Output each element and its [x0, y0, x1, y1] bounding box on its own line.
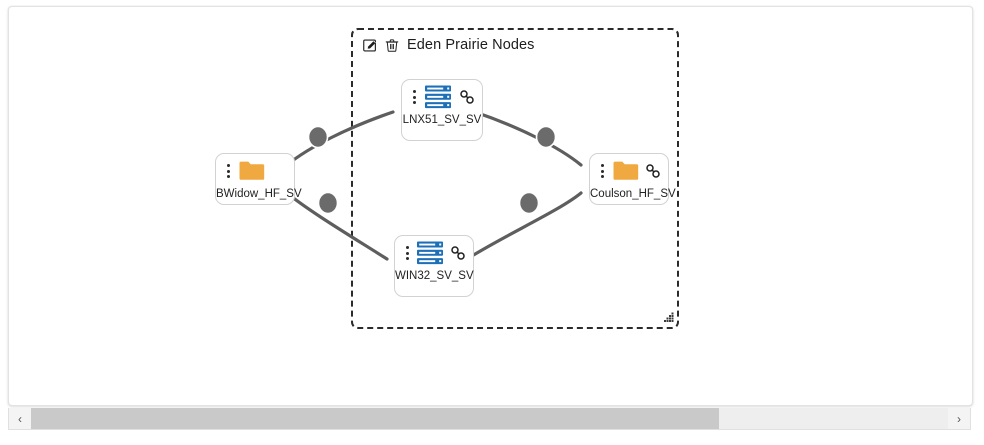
node-lnx51-toolbar [402, 80, 482, 114]
diagram-canvas[interactable]: Eden Prairie Nodes [8, 6, 973, 406]
kebab-menu-icon[interactable] [223, 161, 233, 181]
group-title: Eden Prairie Nodes [407, 37, 535, 53]
node-coulson-toolbar [590, 154, 668, 188]
node-coulson-label: Coulson_HF_SV [590, 188, 676, 200]
scroll-left-arrow-icon[interactable]: ‹ [9, 408, 31, 429]
trash-icon[interactable] [384, 38, 399, 53]
node-win32-label: WIN32_SV_SV [395, 270, 474, 282]
edit-pencil-icon[interactable] [363, 38, 378, 53]
node-coulson[interactable]: Coulson_HF_SV [589, 153, 676, 205]
edge-handle-lnx51-coulson[interactable] [535, 125, 557, 149]
edge-handle-win32-coulson[interactable] [518, 191, 540, 215]
chain-link-icon[interactable] [459, 89, 475, 105]
node-group-eden-prairie[interactable]: Eden Prairie Nodes [351, 28, 679, 329]
node-bwidow-toolbar [216, 154, 294, 188]
scrollbar-thumb[interactable] [31, 408, 719, 429]
node-win32-toolbar [395, 236, 473, 270]
edge-handle-bwidow-win32[interactable] [317, 191, 339, 215]
folder-icon [611, 159, 641, 183]
chain-link-icon[interactable] [450, 245, 466, 261]
node-lnx51-label: LNX51_SV_SV [402, 114, 482, 126]
node-bwidow[interactable]: BWidow_HF_SV [215, 153, 302, 205]
chain-link-icon[interactable] [645, 163, 661, 179]
scrollbar-track[interactable] [31, 408, 948, 429]
scroll-right-arrow-icon[interactable]: › [948, 408, 970, 429]
kebab-menu-icon[interactable] [409, 87, 419, 107]
node-win32[interactable]: WIN32_SV_SV [394, 235, 474, 297]
kebab-menu-icon[interactable] [402, 243, 412, 263]
server-icon [416, 239, 446, 267]
folder-icon [237, 159, 267, 183]
node-bwidow-label: BWidow_HF_SV [216, 188, 302, 200]
horizontal-scrollbar[interactable]: ‹ › [8, 408, 971, 430]
edge-handle-bwidow-lnx51[interactable] [307, 125, 329, 149]
node-lnx51[interactable]: LNX51_SV_SV [401, 79, 483, 141]
canvas-inner: Eden Prairie Nodes [9, 7, 972, 405]
kebab-menu-icon[interactable] [597, 161, 607, 181]
resize-grip-icon[interactable] [662, 312, 675, 325]
group-header: Eden Prairie Nodes [363, 37, 535, 53]
server-icon [423, 83, 455, 111]
